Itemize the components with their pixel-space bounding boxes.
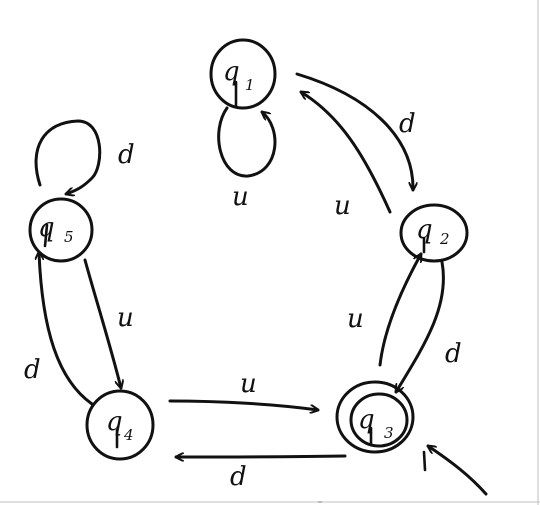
- transition-q1-q2-arrow: [295, 72, 413, 192]
- transition-q4-q5-arrow: [39, 250, 94, 406]
- transition-q3-q4-arrow: [174, 456, 347, 457]
- state-q5-circle: [28, 197, 94, 263]
- state-q5-index: 5: [64, 228, 74, 246]
- state-q3-outer-circle: [335, 380, 415, 454]
- transition-q4-q5-label: d: [24, 355, 41, 385]
- state-q2-index: 2: [439, 230, 450, 248]
- initial-arrow-shaft: [428, 444, 488, 496]
- transition-q4-q3-arrow: [168, 399, 318, 410]
- state-q4-index: 4: [123, 426, 134, 444]
- state-q1-circle: [209, 38, 277, 110]
- state-q2-letter: q: [416, 215, 433, 245]
- initial-arrow-q3: [422, 444, 488, 496]
- transition-q5-q5-label: d: [118, 140, 135, 170]
- transition-q5-q4: u: [83, 258, 134, 388]
- state-q1-index: 1: [245, 76, 255, 94]
- transition-q5-q5-arrow: [34, 119, 102, 194]
- transition-q2-q1: u: [301, 90, 392, 221]
- transition-q5-q5: d: [34, 119, 135, 194]
- transition-q1-q1-label: u: [232, 182, 249, 212]
- transition-q3-q2: u: [347, 254, 423, 367]
- transition-q2-q1-arrow: [301, 90, 392, 214]
- transition-q3-q2-arrow: [378, 254, 423, 367]
- state-q2-circle: [399, 203, 469, 263]
- state-q4: q 4: [85, 389, 155, 461]
- transition-q1-q1: u: [217, 106, 277, 212]
- initial-arrow-tick: [422, 450, 427, 472]
- transition-q2-q1-label: u: [334, 191, 351, 221]
- state-q3-index: 3: [384, 424, 394, 442]
- transition-q4-q3: u: [168, 369, 318, 410]
- transition-q5-q4-label: u: [117, 303, 134, 333]
- transition-q4-q5: d: [24, 250, 94, 406]
- transition-q2-q3-label: d: [445, 339, 462, 369]
- transition-q3-q4: d: [174, 456, 347, 492]
- state-q5-letter: q: [38, 213, 55, 243]
- state-q3: q 3: [335, 380, 415, 454]
- transition-q3-q4-label: d: [230, 462, 247, 492]
- state-q4-letter: q: [106, 407, 123, 437]
- state-q4-circle: [85, 389, 155, 461]
- state-q2: q 2: [399, 203, 469, 263]
- state-q1: q 1: [209, 38, 277, 110]
- transition-q1-q2-label: d: [399, 109, 416, 139]
- state-q3-letter: q: [358, 405, 375, 435]
- state-q5-stroke: [43, 223, 49, 248]
- transition-q5-q4-arrow: [83, 258, 121, 388]
- state-q1-letter: q: [223, 57, 240, 87]
- transition-q3-q2-label: u: [347, 304, 364, 334]
- state-q3-inner-circle: [349, 392, 409, 448]
- transition-q2-q3: d: [394, 260, 462, 392]
- transition-q2-q3-arrow: [394, 260, 445, 392]
- state-q5: q 5: [28, 197, 94, 263]
- scan-speck: [318, 501, 322, 503]
- transition-q1-q2: d: [295, 72, 416, 192]
- transition-q1-q1-arrow: [217, 106, 277, 178]
- transition-q4-q3-label: u: [240, 369, 257, 399]
